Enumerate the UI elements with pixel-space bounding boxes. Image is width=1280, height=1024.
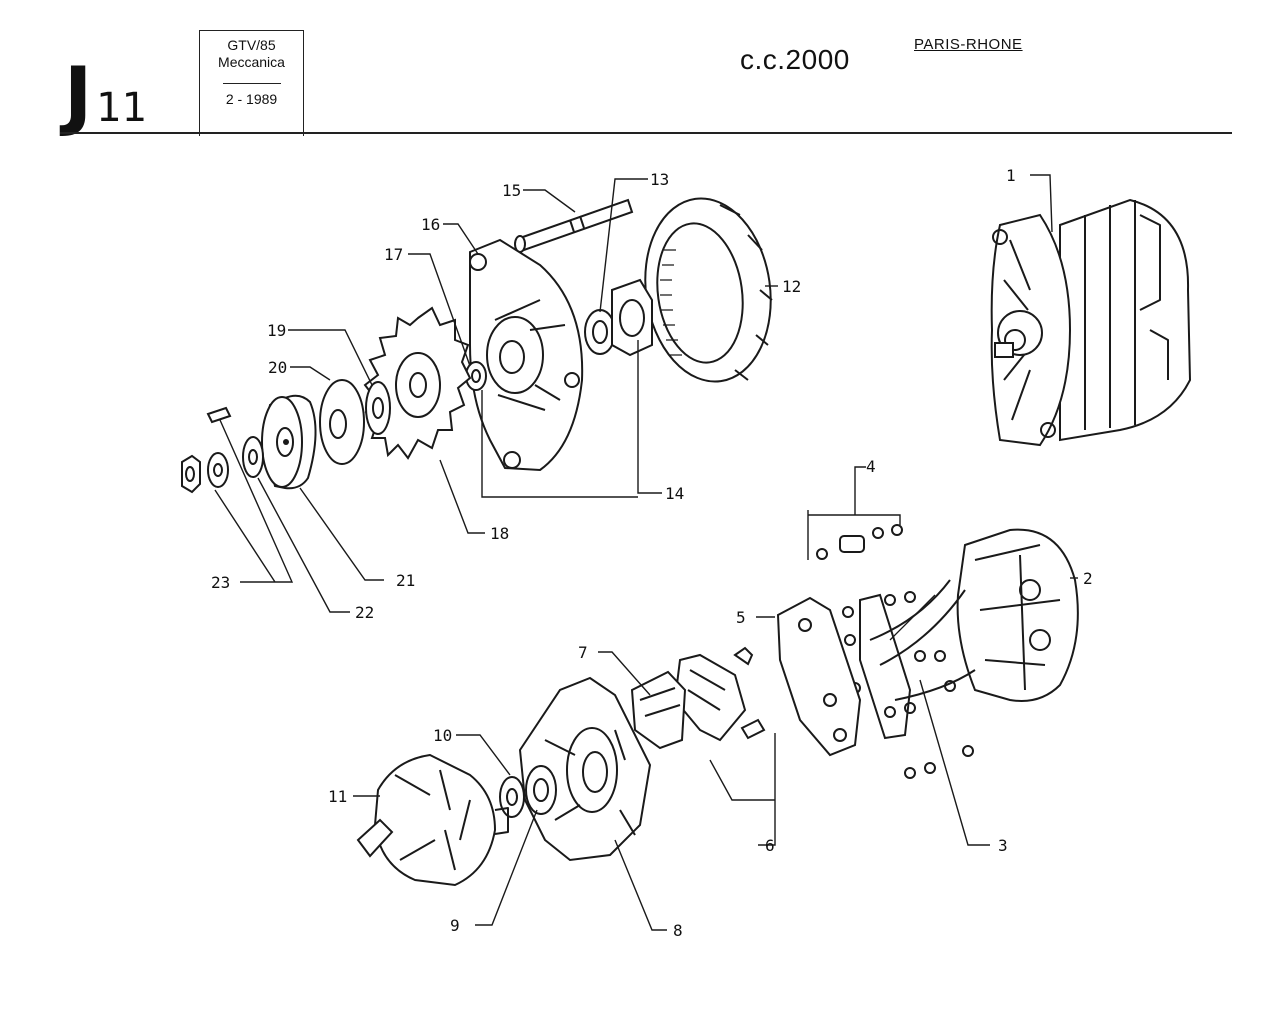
diode-g	[934, 650, 946, 662]
callout-2: 2	[1083, 569, 1093, 588]
diode-k	[904, 767, 916, 779]
washer-10	[499, 776, 525, 818]
model-box: GTV/85 Meccanica 2 - 1989	[199, 30, 304, 136]
callout-4: 4	[866, 457, 876, 476]
woodruff-key	[206, 406, 232, 424]
slip-ring-end-housing	[956, 528, 1079, 702]
callout-11: 11	[328, 787, 347, 806]
callout-21: 21	[396, 571, 415, 590]
lock-washer-23-hole	[213, 463, 223, 477]
retainer-hole	[619, 299, 645, 337]
diode-i	[884, 706, 896, 718]
pulley-nut	[181, 454, 201, 494]
washer-10-hole	[506, 788, 518, 806]
assembled-alternator	[990, 198, 1192, 447]
diode-n	[816, 548, 828, 560]
callout-19: 19	[267, 321, 286, 340]
diode-capsule	[839, 535, 865, 553]
stator	[644, 197, 773, 383]
spacer-19	[365, 381, 391, 435]
washer-22-hole	[248, 449, 258, 465]
group-name: Meccanica	[218, 54, 285, 70]
diode-f	[914, 650, 926, 662]
edition-date: 2 - 1989	[225, 91, 278, 107]
heat-sink-plate	[776, 596, 862, 757]
callout-5: 5	[736, 608, 746, 627]
callout-17: 17	[384, 245, 403, 264]
callout-16: 16	[421, 215, 440, 234]
spacer-19-hole	[372, 397, 384, 419]
callout-9: 9	[450, 916, 460, 935]
pulley-nut-hole	[185, 466, 195, 482]
diode-p	[891, 524, 903, 536]
callout-12: 12	[782, 277, 801, 296]
callout-10: 10	[433, 726, 452, 745]
callout-1: 1	[1006, 166, 1016, 185]
callout-13: 13	[650, 170, 669, 189]
rectifier-assembly	[859, 579, 976, 740]
through-bolt	[514, 198, 634, 253]
callout-labels: 1 2 3 4 5 6 7 8 9 10 11 12 13 14 15 16 1…	[211, 166, 1093, 940]
section-code: J 11	[64, 50, 148, 139]
cooling-fan	[363, 306, 472, 460]
leader-lines	[214, 174, 1078, 931]
diode-l	[924, 762, 936, 774]
model-box-divider	[222, 83, 281, 84]
callout-18: 18	[490, 524, 509, 543]
callout-20: 20	[268, 358, 287, 377]
section-letter: J	[64, 50, 92, 139]
callout-15: 15	[502, 181, 521, 200]
bearing-13	[584, 309, 616, 355]
section-number: 11	[96, 85, 148, 131]
pulley-half	[319, 379, 365, 465]
model-name: GTV/85	[227, 37, 276, 53]
lock-washer-23	[207, 452, 229, 488]
callout-22: 22	[355, 603, 374, 622]
bearing-9	[525, 765, 557, 815]
engine-displacement: c.c.2000	[740, 44, 850, 75]
callout-6: 6	[765, 836, 775, 855]
diode-m	[962, 745, 974, 757]
diode-h	[944, 680, 956, 692]
bearing-9-bore	[533, 778, 549, 802]
diode-o	[872, 527, 884, 539]
diode-a	[842, 606, 854, 618]
diode-b	[844, 634, 856, 646]
diode-e	[904, 591, 916, 603]
diode-j	[904, 702, 916, 714]
bearing-retainer-plate	[611, 278, 653, 357]
drive-end-housing	[469, 238, 584, 472]
voltage-regulator	[630, 670, 687, 750]
header-rule	[60, 132, 1232, 134]
manufacturer-name: PARIS-RHONE	[914, 36, 1023, 53]
callout-3: 3	[998, 836, 1008, 855]
rotor	[356, 753, 509, 887]
pulley	[261, 394, 317, 490]
end-bracket	[518, 676, 652, 862]
callout-23: 23	[211, 573, 230, 592]
washer-17-hole	[471, 369, 481, 383]
callout-7: 7	[578, 643, 588, 662]
screw-6a	[733, 646, 754, 666]
diode-d	[884, 594, 896, 606]
screw-6b	[740, 718, 766, 740]
washer-22	[242, 436, 264, 478]
callout-14: 14	[665, 484, 684, 503]
callout-8: 8	[673, 921, 683, 940]
